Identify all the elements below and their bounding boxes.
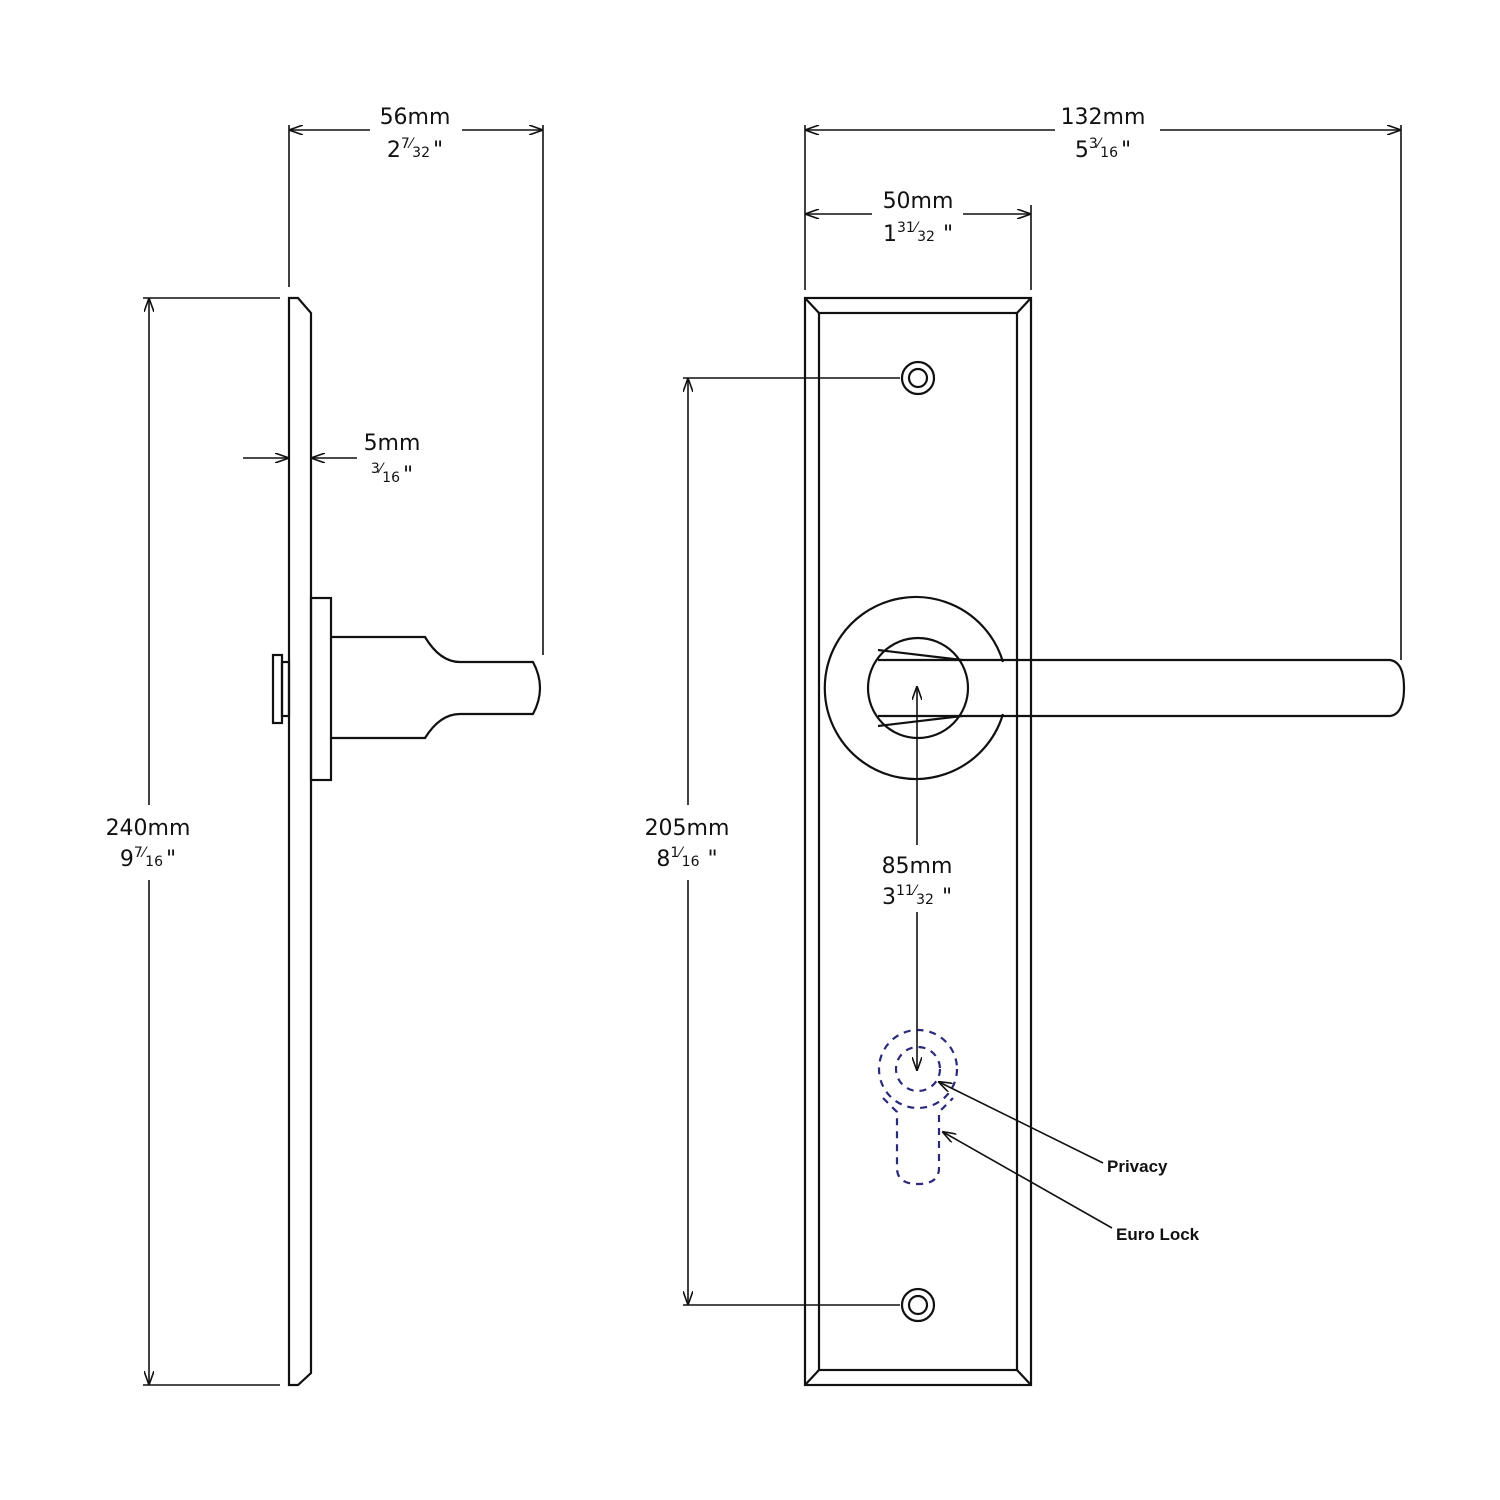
dim-240-mm: 240mm xyxy=(106,816,191,841)
privacy-leader xyxy=(939,1082,1104,1164)
privacy-label: Privacy xyxy=(1107,1157,1168,1176)
dim-132-mm: 132mm xyxy=(1061,105,1146,130)
dim-205-mm: 205mm xyxy=(645,816,730,841)
euro-lock-profile xyxy=(882,1097,954,1186)
side-backplate xyxy=(287,296,313,1387)
dim-205-inch: 81⁄16" xyxy=(656,845,717,872)
front-backplate-outer xyxy=(803,296,1033,1387)
dim-5-inch: 3⁄16" xyxy=(371,461,413,488)
side-lever xyxy=(331,635,542,740)
front-view xyxy=(803,296,1406,1387)
privacy-inner-circle xyxy=(894,1045,942,1093)
front-lever-top xyxy=(878,658,1406,689)
side-spindle-collar xyxy=(280,660,291,718)
dim-85-mm: 85mm xyxy=(882,854,953,879)
privacy-outline xyxy=(877,1028,959,1186)
euro-lock-leader xyxy=(943,1132,1113,1229)
dim-50-mm: 50mm xyxy=(883,189,954,214)
top-screw-hole-outer xyxy=(900,360,936,396)
side-rose xyxy=(309,596,333,782)
dim-56-mm: 56mm xyxy=(380,105,451,130)
front-rose-inner xyxy=(866,636,970,740)
euro-lock-label: Euro Lock xyxy=(1116,1225,1200,1244)
dim-5-mm: 5mm xyxy=(364,431,421,456)
side-dimensions xyxy=(143,125,544,1386)
front-backplate-inner xyxy=(817,311,1019,1372)
lever-neck-bottom xyxy=(877,714,963,728)
bevel-bl xyxy=(804,1369,820,1386)
top-screw-hole-inner xyxy=(907,367,929,389)
side-spindle-stub xyxy=(271,653,284,725)
bottom-screw-hole-outer xyxy=(900,1287,936,1323)
bevel-br xyxy=(1016,1369,1032,1386)
privacy-outer-circle xyxy=(877,1028,959,1110)
dim-85-inch: 311⁄32" xyxy=(882,883,952,910)
dim-132-inch: 53⁄16" xyxy=(1075,136,1131,163)
bevel-tr xyxy=(1016,297,1032,314)
bevel-tl xyxy=(804,297,820,314)
labels: 56mm 27⁄32" 5mm 3⁄16" 240mm 97⁄16" 132mm… xyxy=(106,105,1200,1244)
lever-neck-top xyxy=(877,648,963,662)
dim-56-inch: 27⁄32" xyxy=(387,136,443,163)
front-rose xyxy=(823,595,1005,781)
bottom-screw-hole-inner xyxy=(907,1294,929,1316)
dim-50-inch: 131⁄32" xyxy=(883,220,953,247)
front-dimensions xyxy=(683,125,1402,1306)
front-lever-bottom xyxy=(878,687,1406,718)
side-view xyxy=(271,296,542,1387)
dim-240-inch: 97⁄16" xyxy=(120,845,176,872)
